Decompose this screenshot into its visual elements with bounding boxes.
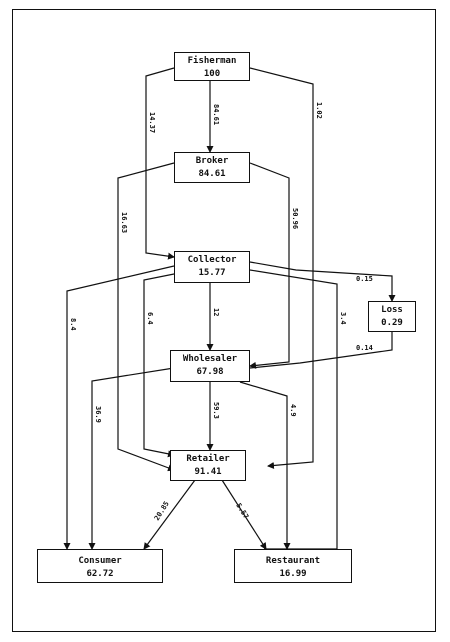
diagram-frame — [12, 9, 436, 632]
node-retailer: Retailer 91.41 — [170, 450, 246, 481]
node-collector-value: 15.77 — [198, 268, 226, 278]
node-loss-name: Loss — [381, 305, 403, 315]
label-broker-retailer: 16.63 — [120, 212, 128, 233]
edge-broker-wholesaler — [249, 162, 290, 369]
label-wholesaler-restaurant: 4.9 — [289, 404, 297, 417]
node-consumer: Consumer 62.72 — [37, 549, 163, 583]
node-restaurant: Restaurant 16.99 — [234, 549, 352, 583]
edge-collector-retailer — [143, 271, 185, 458]
node-consumer-value: 62.72 — [86, 569, 114, 579]
label-collector-loss: 0.15 — [356, 275, 373, 283]
node-retailer-name: Retailer — [186, 454, 230, 464]
label-wholesaler-consumer: 36.9 — [94, 406, 102, 423]
node-wholesaler: Wholesaler 67.98 — [170, 350, 250, 382]
node-fisherman-value: 100 — [203, 69, 221, 79]
label-fisherman-wholesaler: 1.02 — [315, 102, 323, 119]
label-wholesaler-retailer: 59.3 — [212, 402, 220, 419]
node-restaurant-value: 16.99 — [279, 569, 307, 579]
edge-collector-consumer — [63, 265, 175, 550]
node-wholesaler-value: 67.98 — [196, 367, 224, 377]
label-fisherman-collector: 14.37 — [148, 112, 156, 133]
node-loss: Loss 0.29 — [368, 301, 416, 332]
label-collector-wholesaler: 12 — [212, 308, 220, 316]
node-consumer-name: Consumer — [78, 556, 122, 566]
node-loss-value: 0.29 — [381, 318, 403, 328]
edge-wholesaler-loss — [249, 332, 393, 369]
node-wholesaler-name: Wholesaler — [182, 354, 238, 364]
label-collector-restaurant: 3.4 — [339, 312, 347, 325]
node-collector-name: Collector — [187, 255, 237, 265]
edge-broker-retailer — [117, 162, 175, 472]
node-fisherman-name: Fisherman — [187, 56, 237, 66]
edge-wholesaler-restaurant — [239, 381, 291, 550]
node-broker-name: Broker — [195, 156, 229, 166]
edge-retailer-restaurant — [221, 479, 267, 550]
edge-fisherman-collector — [145, 67, 175, 260]
node-broker-value: 84.61 — [198, 169, 226, 179]
node-collector: Collector 15.77 — [174, 251, 250, 283]
node-fisherman: Fisherman 100 — [174, 52, 250, 81]
label-broker-wholesaler: 50.96 — [291, 208, 299, 229]
label-collector-consumer: 8.4 — [69, 318, 77, 331]
label-wholesaler-loss: 0.14 — [356, 344, 373, 352]
edge-wholesaler-consumer — [88, 367, 175, 550]
edge-retailer-consumer — [143, 479, 196, 550]
node-retailer-value: 91.41 — [194, 467, 222, 477]
label-retailer-consumer: 20.85 — [153, 500, 171, 522]
label-collector-retailer: 6.4 — [146, 312, 154, 325]
node-broker: Broker 84.61 — [174, 152, 250, 183]
node-restaurant-name: Restaurant — [265, 556, 321, 566]
label-retailer-restaurant: 5.57 — [234, 502, 250, 521]
edge-collector-loss — [249, 261, 396, 302]
edge-fisherman-wholesaler — [249, 67, 314, 469]
label-fisherman-broker: 84.61 — [212, 104, 220, 125]
